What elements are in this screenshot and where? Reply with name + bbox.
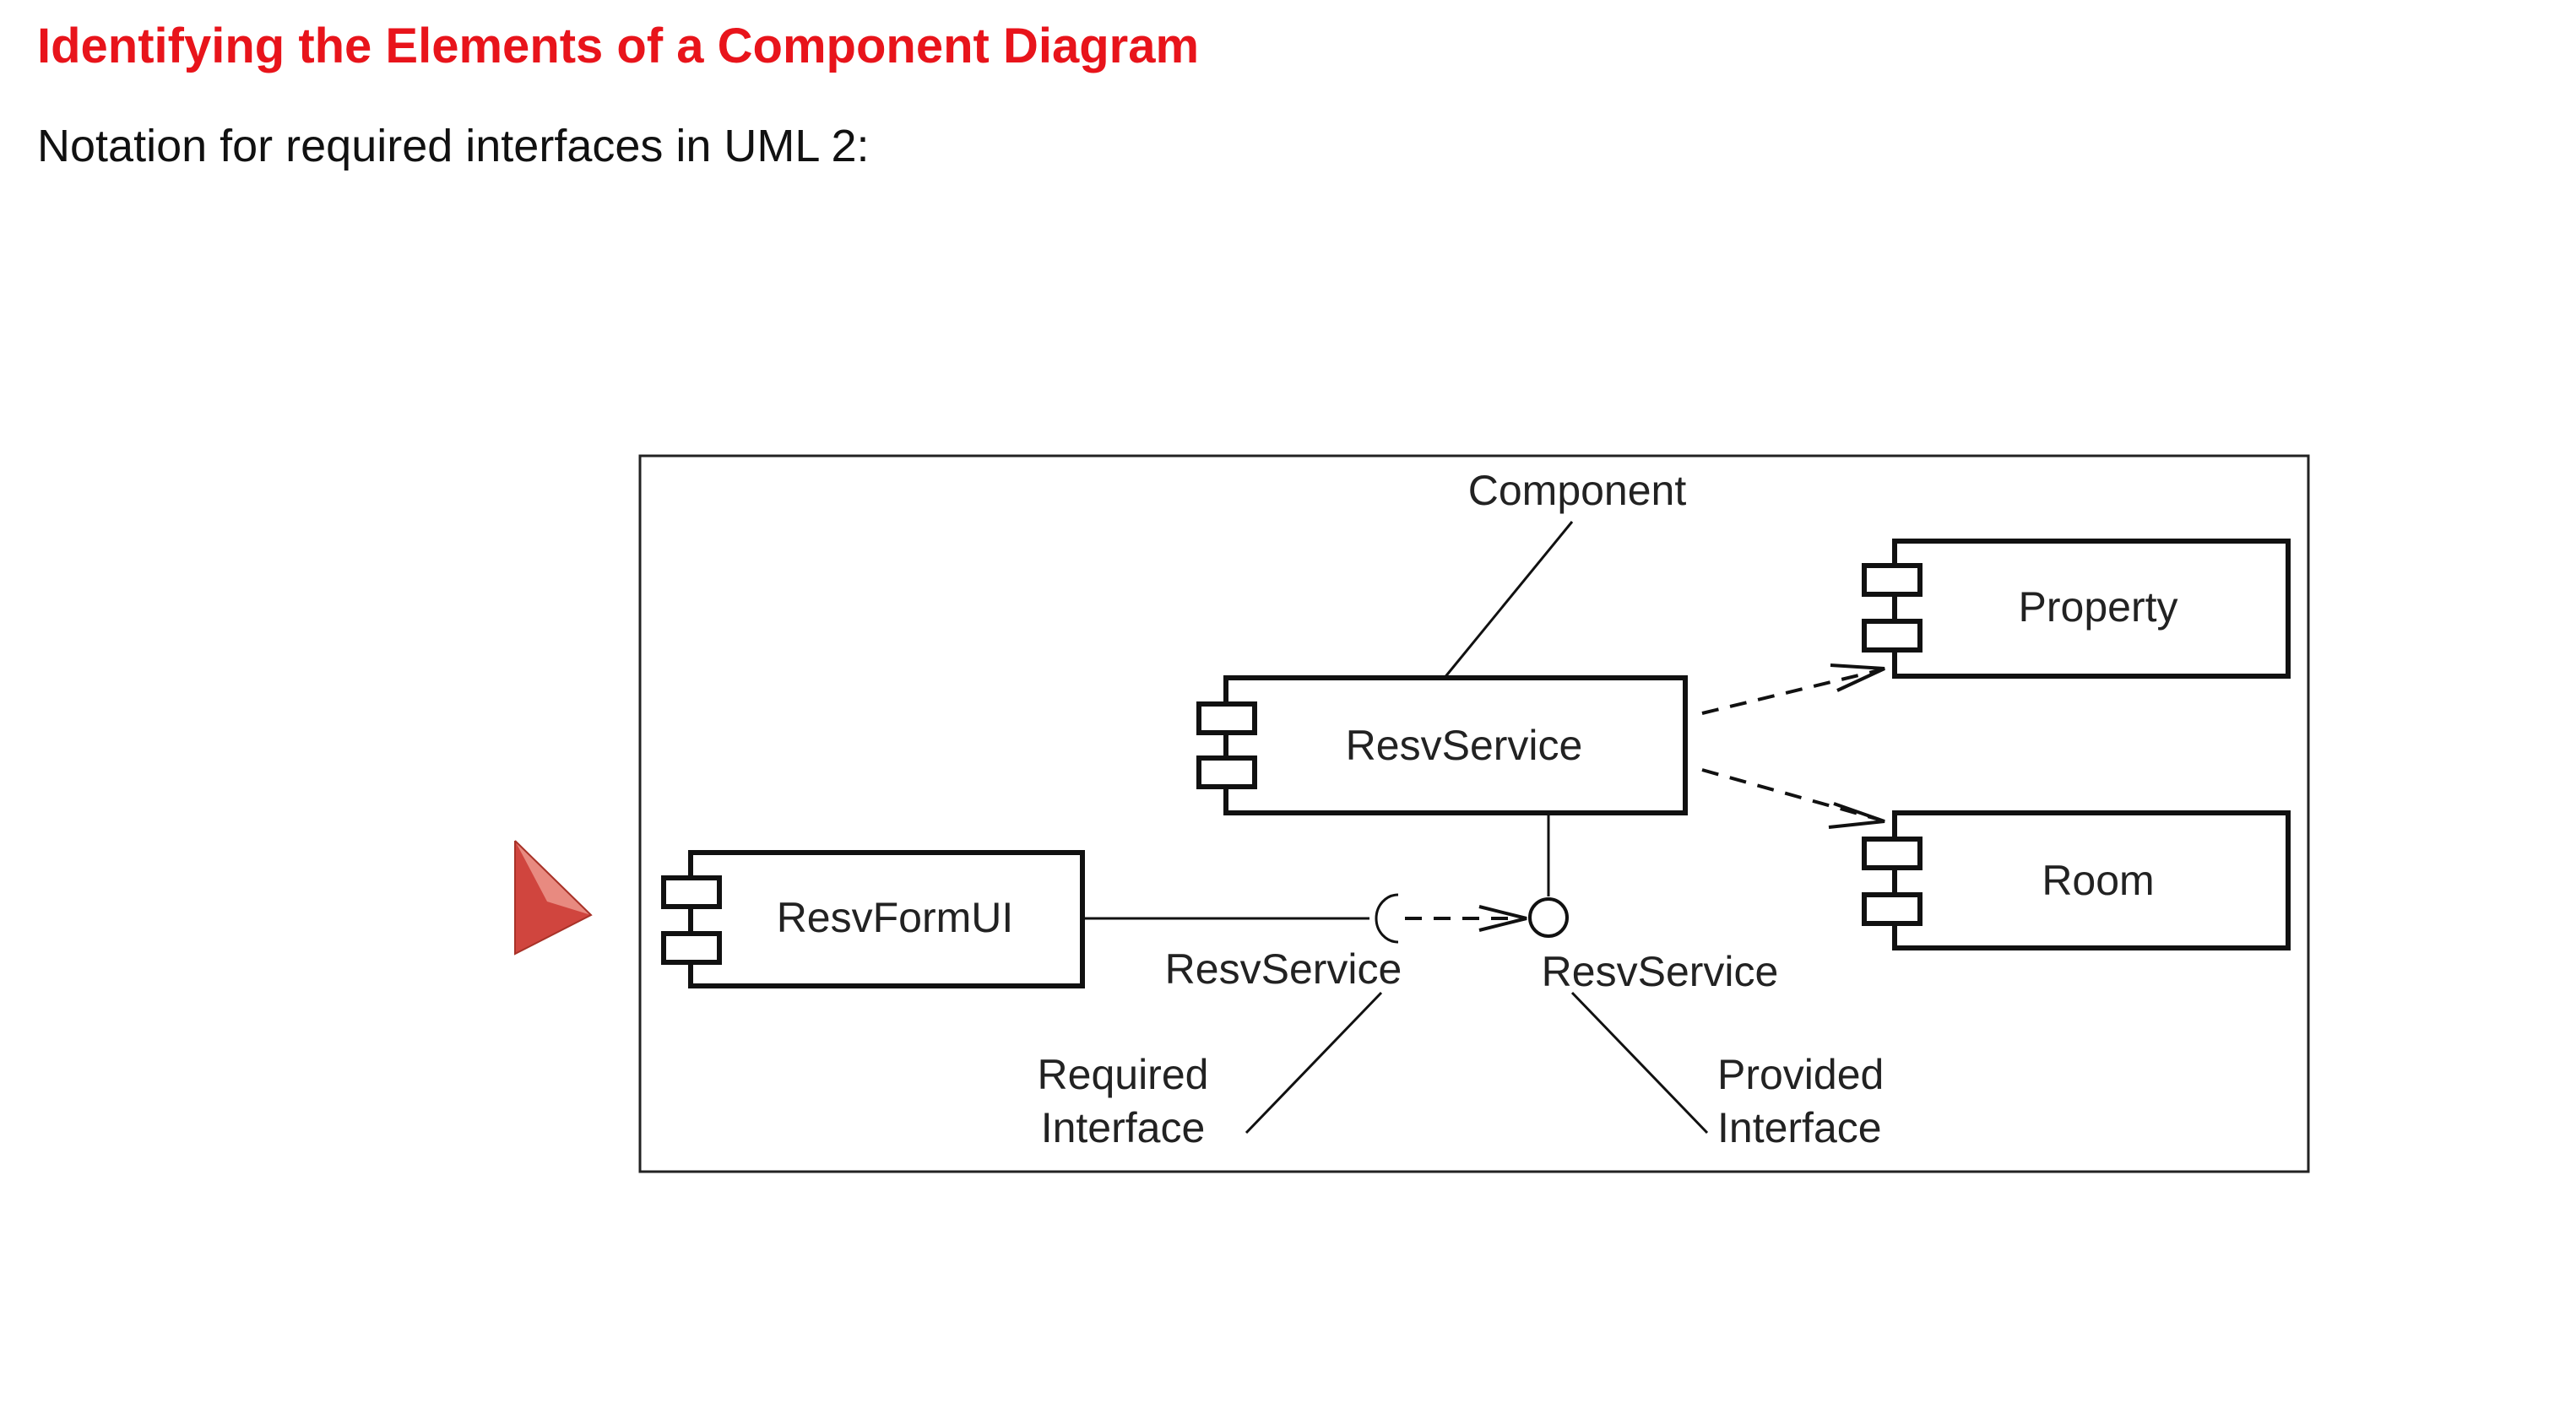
slide-subtitle: Notation for required interfaces in UML … [37, 121, 870, 171]
lollipop-symbol [1528, 897, 1569, 938]
component-tab [1862, 563, 1923, 597]
component-callout-label: Component [1468, 467, 1687, 514]
component-tab [661, 931, 722, 965]
component-property: Property [1862, 539, 2291, 679]
component-room-label: Room [2042, 857, 2154, 904]
component-tab [1862, 892, 1923, 926]
component-tab [1196, 755, 1257, 789]
component-tab [1862, 619, 1923, 653]
provided-callout-line [1570, 991, 1709, 1135]
required-callout-line [1245, 991, 1383, 1135]
assembly-dependency [1405, 905, 1527, 932]
component-resv-service-label: ResvService [1346, 722, 1583, 769]
required-callout-line1: Required [1038, 1051, 1209, 1098]
dependency-to-room [1701, 768, 1885, 829]
required-interface [1082, 893, 1399, 944]
component-callout-line [1442, 521, 1574, 680]
required-interface-name: ResvService [1165, 945, 1402, 993]
provided-callout-line1: Provided [1717, 1051, 1884, 1098]
component-property-label: Property [2019, 583, 2178, 631]
pointer-arrow-icon [514, 840, 593, 956]
provided-interface [1528, 813, 1569, 938]
provided-interface-name: ResvService [1542, 948, 1779, 995]
component-resv-form-ui: ResvFormUI [661, 850, 1085, 988]
socket-symbol [1375, 893, 1399, 944]
component-room: Room [1862, 810, 2291, 950]
dependency-to-property [1701, 663, 1885, 715]
component-tab [1196, 701, 1257, 735]
component-tab [1862, 837, 1923, 870]
component-tab [661, 875, 722, 909]
component-resv-form-ui-label: ResvFormUI [777, 894, 1014, 941]
provided-callout-line2: Interface [1717, 1104, 1882, 1151]
component-resv-service: ResvService [1196, 675, 1688, 815]
required-callout-line2: Interface [1041, 1104, 1206, 1151]
slide-title: Identifying the Elements of a Component … [37, 19, 1200, 73]
